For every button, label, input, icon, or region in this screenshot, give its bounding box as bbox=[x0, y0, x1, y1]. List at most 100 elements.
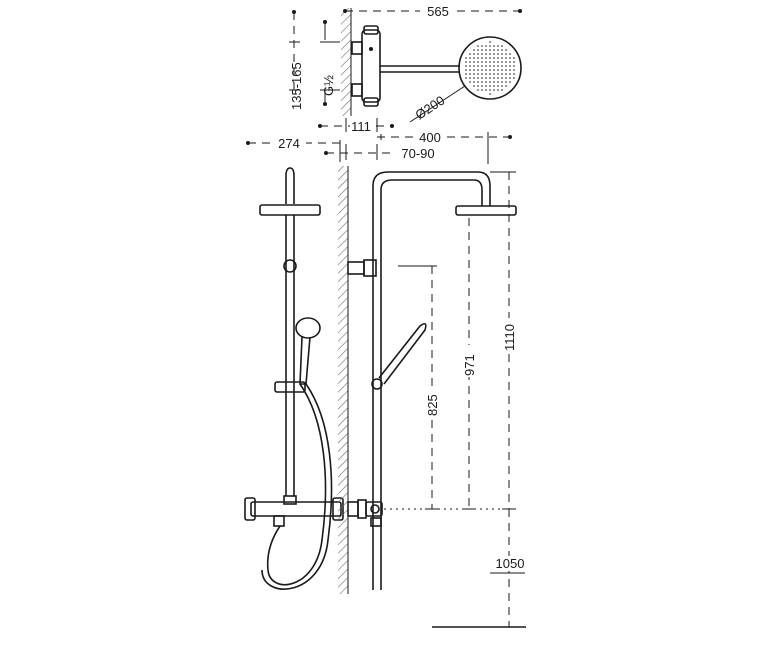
label-mixer-floor-height: 1050 bbox=[496, 556, 525, 571]
spray-hole bbox=[465, 57, 467, 59]
spray-hole bbox=[489, 73, 491, 75]
spray-hole bbox=[509, 73, 511, 75]
spray-hole bbox=[489, 61, 491, 63]
spray-hole bbox=[497, 53, 499, 55]
spray-hole bbox=[469, 69, 471, 71]
spray-hole bbox=[473, 49, 475, 51]
dim-total-width: 565 bbox=[343, 2, 522, 19]
dim-thread: G½ bbox=[320, 20, 340, 106]
label-arm-projection: 400 bbox=[419, 130, 441, 145]
label-thread: G½ bbox=[321, 75, 336, 96]
spray-hole bbox=[489, 93, 491, 95]
spray-hole bbox=[501, 49, 503, 51]
top-shower-arm bbox=[380, 65, 460, 73]
spray-hole bbox=[489, 57, 491, 59]
spray-hole bbox=[513, 61, 515, 63]
spray-hole bbox=[505, 65, 507, 67]
side-shower-head bbox=[455, 205, 517, 216]
dim-arm-projection: 400 bbox=[377, 128, 512, 164]
top-wall-hatch bbox=[341, 8, 351, 116]
spray-hole bbox=[497, 61, 499, 63]
spray-hole bbox=[497, 65, 499, 67]
spray-hole bbox=[469, 65, 471, 67]
spray-hole bbox=[485, 73, 487, 75]
spray-hole bbox=[485, 61, 487, 63]
spray-hole bbox=[473, 81, 475, 83]
spray-hole bbox=[489, 41, 491, 43]
spray-hole bbox=[485, 85, 487, 87]
spray-hole bbox=[509, 65, 511, 67]
label-side-depth: 274 bbox=[278, 136, 300, 151]
label-bar-offset: 70-90 bbox=[401, 146, 434, 161]
side-hand-shower bbox=[378, 322, 427, 385]
spray-hole bbox=[477, 77, 479, 79]
label-slider-height: 825 bbox=[425, 394, 440, 416]
spray-hole bbox=[477, 53, 479, 55]
dim-head-diameter: Ø200 bbox=[409, 85, 466, 123]
side-wall-hatch bbox=[338, 166, 348, 594]
label-head-diameter: Ø200 bbox=[412, 93, 447, 123]
spray-hole bbox=[485, 65, 487, 67]
label-head-height: 1110 bbox=[502, 324, 517, 351]
spray-hole bbox=[493, 61, 495, 63]
spray-hole bbox=[481, 57, 483, 59]
spray-hole bbox=[497, 69, 499, 71]
front-view bbox=[244, 167, 344, 590]
spray-hole bbox=[481, 49, 483, 51]
spray-hole bbox=[485, 57, 487, 59]
spray-hole bbox=[501, 53, 503, 55]
spray-hole bbox=[493, 81, 495, 83]
spray-hole bbox=[501, 45, 503, 47]
spray-hole bbox=[509, 69, 511, 71]
spray-hole bbox=[477, 85, 479, 87]
spray-hole bbox=[505, 49, 507, 51]
spray-hole bbox=[513, 57, 515, 59]
spray-hole bbox=[489, 65, 491, 67]
spray-hole bbox=[509, 61, 511, 63]
spray-hole bbox=[485, 49, 487, 51]
spray-hole bbox=[465, 69, 467, 71]
top-shower-head bbox=[458, 36, 522, 100]
spray-hole bbox=[477, 57, 479, 59]
spray-hole bbox=[485, 77, 487, 79]
dim-slider-height: 825 bbox=[398, 265, 440, 510]
side-bar-and-arm bbox=[372, 171, 491, 590]
spray-hole bbox=[477, 45, 479, 47]
label-total-width: 565 bbox=[427, 4, 449, 19]
spray-hole bbox=[497, 57, 499, 59]
spray-hole bbox=[489, 45, 491, 47]
spray-hole bbox=[477, 69, 479, 71]
spray-hole bbox=[481, 73, 483, 75]
spray-hole bbox=[465, 65, 467, 67]
spray-hole bbox=[513, 73, 515, 75]
spray-hole bbox=[501, 57, 503, 59]
spray-hole bbox=[477, 65, 479, 67]
spray-hole bbox=[473, 53, 475, 55]
spray-hole bbox=[481, 69, 483, 71]
spray-hole bbox=[489, 49, 491, 51]
spray-hole bbox=[493, 57, 495, 59]
spray-hole bbox=[477, 81, 479, 83]
spray-hole bbox=[465, 77, 467, 79]
front-mixer bbox=[244, 495, 344, 527]
spray-hole bbox=[505, 81, 507, 83]
spray-hole bbox=[493, 77, 495, 79]
spray-hole bbox=[509, 77, 511, 79]
spray-hole bbox=[513, 77, 515, 79]
spray-hole bbox=[481, 61, 483, 63]
spray-hole bbox=[501, 65, 503, 67]
spray-hole bbox=[489, 81, 491, 83]
spray-hole bbox=[481, 65, 483, 67]
spray-hole bbox=[489, 69, 491, 71]
spray-hole bbox=[485, 81, 487, 83]
spray-hole bbox=[501, 73, 503, 75]
spray-hole bbox=[481, 53, 483, 55]
spray-hole bbox=[469, 53, 471, 55]
spray-hole bbox=[497, 77, 499, 79]
spray-hole bbox=[493, 73, 495, 75]
front-hand-shower bbox=[295, 317, 321, 385]
spray-hole bbox=[489, 85, 491, 87]
dim-mixer-floor-height: 1050 bbox=[490, 509, 529, 628]
front-shower-head bbox=[259, 204, 321, 216]
